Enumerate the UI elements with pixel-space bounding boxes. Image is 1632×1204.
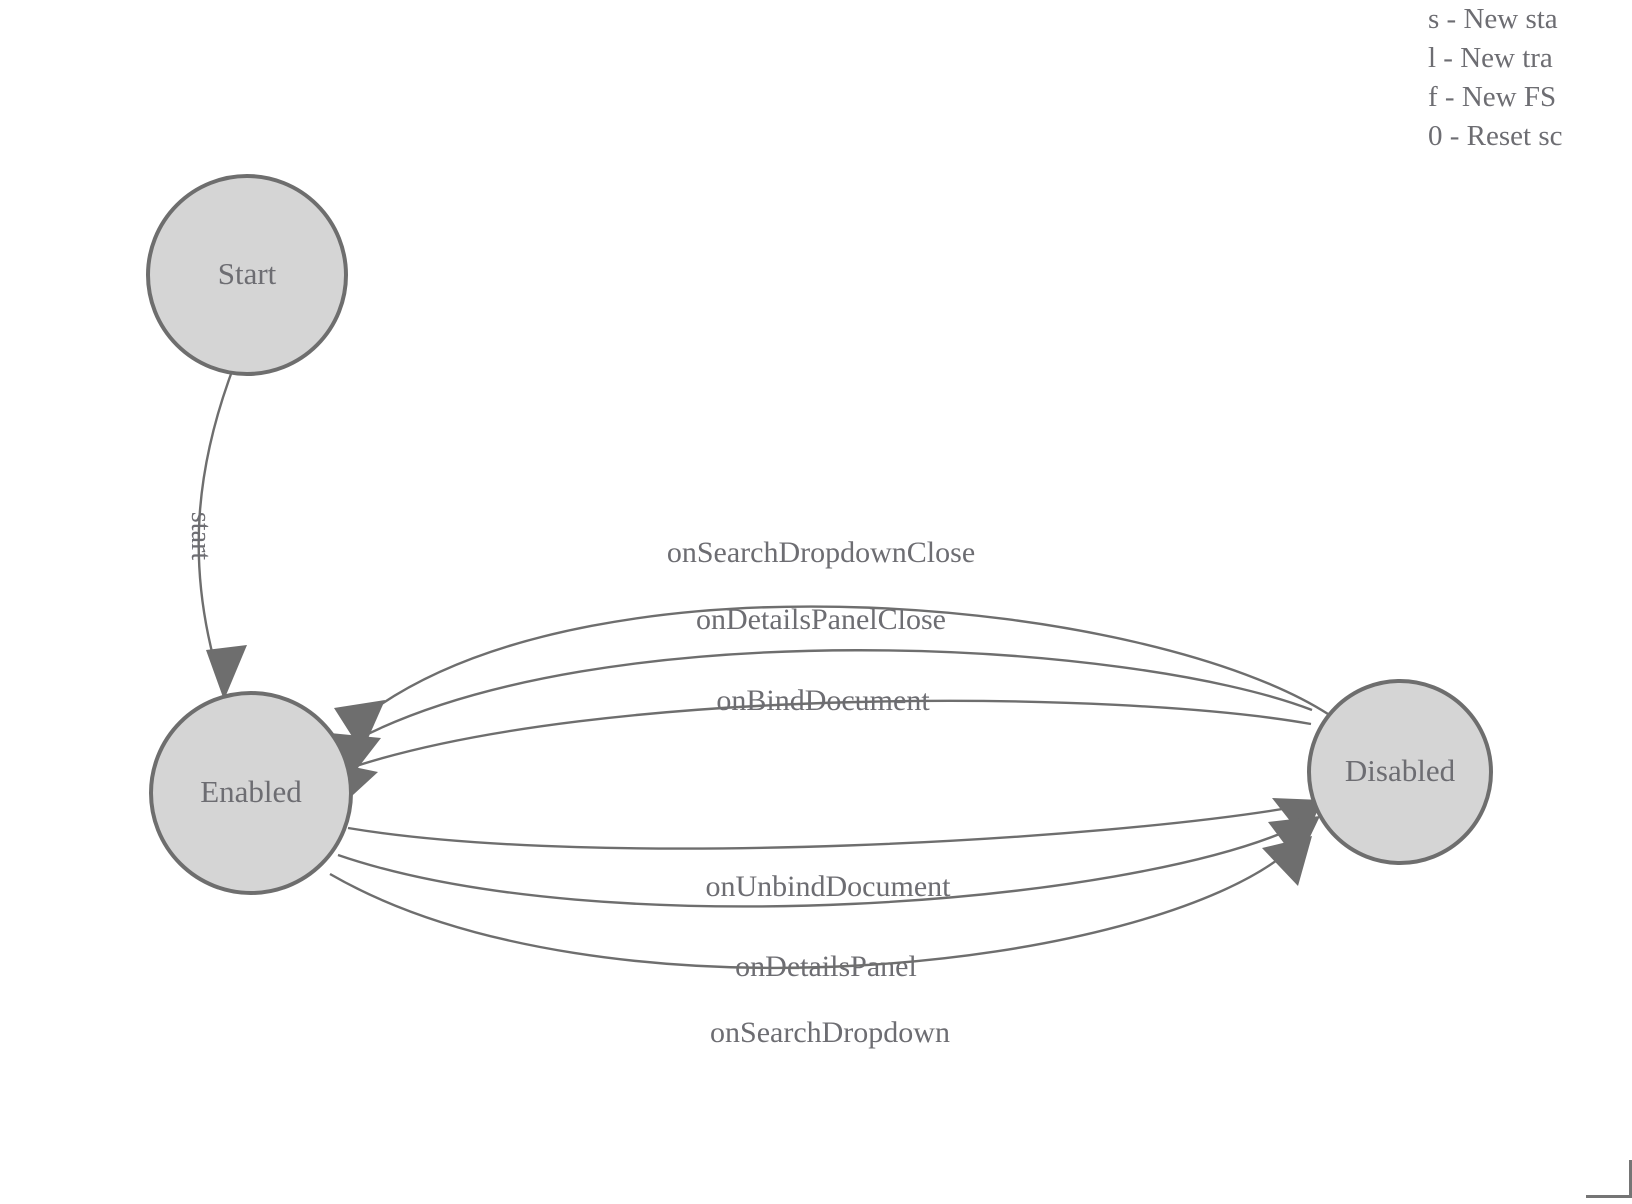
- corner-frame-vertical-line: [1629, 1160, 1632, 1198]
- transition-on-bind-document[interactable]: onBindDocument: [330, 684, 1312, 806]
- transition-on-search-dropdown-label: onSearchDropdown: [710, 1016, 950, 1049]
- transition-on-details-panel-path: [337, 824, 1299, 908]
- corner-frame-mark: [1586, 1160, 1632, 1198]
- transition-on-bind-document-path: [349, 699, 1312, 770]
- transition-on-search-dropdown[interactable]: onSearchDropdown: [329, 836, 1312, 1049]
- shortcut-legend: s - New sta l - New tra f - New FS 0 - R…: [1428, 0, 1632, 156]
- transition-on-unbind-document[interactable]: onUnbindDocument: [347, 798, 1322, 903]
- transition-on-details-panel-close-path: [351, 649, 1313, 744]
- transition-on-search-dropdown-arrowhead: [1262, 836, 1312, 886]
- corner-frame-horizontal-line: [1586, 1195, 1632, 1198]
- transition-on-search-dropdown-close-path: [369, 605, 1329, 716]
- transition-on-unbind-document-path: [347, 804, 1301, 850]
- transition-start-arrowhead: [206, 645, 247, 700]
- state-disabled-circle: [1307, 679, 1493, 865]
- state-node-enabled[interactable]: Enabled: [149, 691, 353, 895]
- state-disabled-label: Disabled: [1345, 753, 1456, 788]
- state-start-label: Start: [218, 256, 277, 291]
- transition-on-details-panel-close-label: onDetailsPanelClose: [696, 603, 946, 636]
- state-node-disabled[interactable]: Disabled: [1307, 679, 1493, 865]
- legend-line-new-fsm: f - New FS: [1428, 81, 1557, 113]
- transition-on-search-dropdown-path: [329, 849, 1291, 970]
- state-start-circle: [146, 174, 348, 376]
- transition-on-search-dropdown-close-label: onSearchDropdownClose: [667, 536, 975, 569]
- transition-on-bind-document-label: onBindDocument: [716, 684, 930, 717]
- legend-line-reset-scene: 0 - Reset sc: [1428, 120, 1563, 152]
- state-enabled-circle: [149, 691, 353, 895]
- transition-start[interactable]: start: [185, 373, 247, 700]
- transition-start-label: start: [185, 512, 216, 560]
- state-node-start[interactable]: Start: [146, 174, 348, 376]
- transition-start-path: [197, 373, 233, 661]
- transition-on-details-panel-arrowhead: [1268, 816, 1320, 862]
- state-enabled-label: Enabled: [200, 774, 302, 809]
- transition-on-unbind-document-label: onUnbindDocument: [706, 870, 952, 903]
- legend-line-new-transition: l - New tra: [1428, 42, 1553, 74]
- transition-on-search-dropdown-close-arrowhead: [334, 700, 385, 752]
- transition-on-search-dropdown-close[interactable]: onSearchDropdownClose: [334, 536, 1329, 752]
- legend-line-new-state: s - New sta: [1428, 3, 1558, 35]
